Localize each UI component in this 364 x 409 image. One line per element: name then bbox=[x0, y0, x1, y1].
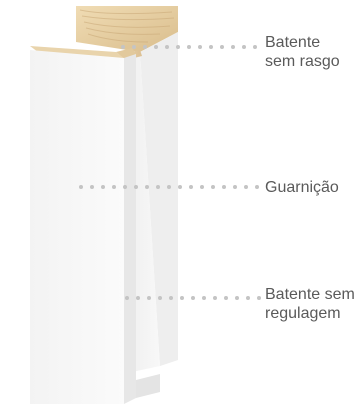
callout-label-line: Guarnição bbox=[265, 179, 339, 196]
casing-top-edge bbox=[30, 46, 136, 58]
callout-dots-casing bbox=[79, 185, 259, 189]
callout-label-casing: Guarnição bbox=[265, 178, 339, 197]
callout-dots-jamb-no-adjustment bbox=[125, 296, 261, 300]
callout-dots-jamb-no-groove bbox=[121, 45, 257, 49]
callout-label-line: Batente bbox=[265, 34, 321, 51]
callout-label-line: regulagem bbox=[265, 305, 341, 322]
callout-label-jamb-no-adjustment: Batente sem regulagem bbox=[265, 285, 355, 323]
jamb-bottom-step bbox=[136, 374, 160, 398]
callout-label-line: sem rasgo bbox=[265, 53, 340, 70]
casing-front-panel bbox=[30, 50, 124, 404]
callout-label-line: Batente sem bbox=[265, 286, 355, 303]
jamb-top-wood bbox=[76, 6, 178, 52]
callout-label-jamb-no-groove: Batente sem rasgo bbox=[265, 33, 340, 71]
casing-side-bevel bbox=[124, 54, 136, 404]
